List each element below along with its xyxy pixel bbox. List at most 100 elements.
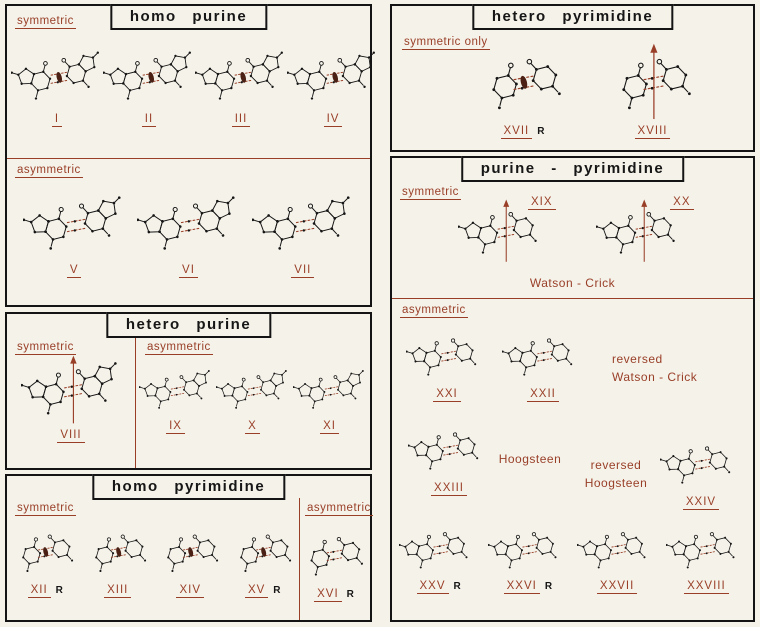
structure-numeral: XI bbox=[320, 420, 339, 434]
base-pair-diagram bbox=[195, 44, 287, 111]
structure: XV R bbox=[231, 522, 295, 599]
panel-homo-purine: homo purine symmetric I II III IV asymme… bbox=[5, 3, 376, 307]
structure-numeral-line: XX bbox=[670, 196, 694, 211]
caption-hoogsteen: Hoogsteen bbox=[498, 452, 562, 466]
section-label-symmetric: symmetric bbox=[15, 502, 76, 516]
structure: XXII bbox=[502, 326, 584, 403]
panel-purine-pyrimidine: purine - pyrimidine symmetric XIX XX Wat… bbox=[390, 155, 755, 622]
structure-numeral: IV bbox=[323, 113, 343, 127]
base-pair-diagram bbox=[502, 326, 584, 386]
panel-hetero-purine: hetero purine symmetric VIII asymmetric … bbox=[5, 311, 372, 470]
base-pair-diagram bbox=[487, 520, 568, 578]
hoogsteen-row: XXIII Hoogsteen reversed Hoogsteen XXIV bbox=[402, 420, 749, 511]
structure-numeral: XX bbox=[670, 196, 694, 210]
structure-numeral-line: XXIII bbox=[431, 482, 467, 497]
structure-numeral: VIII bbox=[57, 429, 85, 443]
structure: IV bbox=[287, 44, 379, 128]
structure-numeral: V bbox=[66, 264, 82, 279]
structure-numeral-line: X bbox=[245, 420, 260, 435]
base-pair-diagram bbox=[406, 326, 488, 386]
base-pair-diagram bbox=[103, 44, 195, 111]
base-pair-diagram bbox=[457, 198, 550, 265]
base-pair-diagram bbox=[11, 44, 103, 111]
structure: V bbox=[23, 188, 125, 279]
base-pair-diagram bbox=[215, 364, 290, 418]
section-divider bbox=[7, 158, 370, 159]
panel-title-homo-purine: homo purine bbox=[109, 3, 268, 30]
panel-title-hetero-purine: hetero purine bbox=[105, 311, 272, 338]
section-label-symmetric: symmetric bbox=[15, 341, 76, 355]
r-label: R bbox=[453, 581, 461, 593]
structure-numeral-line: XVIII bbox=[634, 125, 671, 140]
structure-numeral-line: II bbox=[141, 113, 157, 128]
structure-numeral-line: XV R bbox=[244, 584, 281, 599]
structure-numeral-line: V bbox=[66, 264, 82, 279]
structure: XIV bbox=[158, 522, 222, 599]
structure-numeral-line: XXVI R bbox=[503, 580, 552, 595]
structure: IX bbox=[138, 364, 213, 435]
structure-numeral-line: XIV bbox=[176, 584, 205, 599]
base-pair-diagram bbox=[292, 364, 367, 418]
r-label: R bbox=[346, 588, 354, 600]
structure-numeral: XIII bbox=[104, 584, 132, 598]
structure-numeral: XVII bbox=[500, 125, 533, 139]
structure-numeral-line: IV bbox=[323, 113, 343, 128]
structure: VII bbox=[251, 188, 354, 279]
structure-numeral-line: I bbox=[51, 113, 63, 128]
structure-numeral-line: XVII R bbox=[500, 125, 544, 140]
panel-title-hetero-pyrimidine: hetero pyrimidine bbox=[471, 3, 674, 30]
structure-numeral-line: XXV R bbox=[416, 580, 461, 595]
structure-numeral: XXVI bbox=[503, 580, 540, 595]
structure-numeral: VI bbox=[179, 264, 198, 279]
structure-numeral: I bbox=[51, 113, 63, 127]
section-divider bbox=[392, 298, 753, 299]
structure-numeral: II bbox=[141, 113, 157, 127]
base-pair-diagram bbox=[408, 420, 490, 480]
section-divider bbox=[135, 336, 136, 468]
caption-watson-crick: Watson - Crick bbox=[529, 276, 616, 290]
structure-numeral: XXI bbox=[433, 388, 461, 402]
structure-row: VIII bbox=[7, 354, 135, 444]
structure-numeral: XXVII bbox=[596, 580, 638, 595]
base-pair-diagram bbox=[231, 522, 295, 582]
structure: XXVII bbox=[577, 520, 657, 595]
structure: X bbox=[215, 364, 290, 435]
structure-row: XXIII bbox=[408, 420, 490, 511]
structure-row: XIX XX bbox=[402, 196, 743, 265]
panel-hetero-pyrimidine: hetero pyrimidine symmetric only XVII R … bbox=[390, 3, 755, 152]
base-pair-diagram bbox=[595, 198, 688, 265]
structure: XI bbox=[292, 364, 367, 435]
section-label-asymmetric: asymmetric bbox=[305, 502, 373, 516]
structure: XVIII bbox=[610, 42, 696, 140]
base-pair-diagram bbox=[137, 188, 239, 262]
base-pair-diagram bbox=[610, 42, 696, 123]
section-label-symmetric: symmetric bbox=[400, 186, 461, 200]
base-pair-diagram bbox=[21, 354, 121, 427]
structure: I bbox=[11, 44, 103, 128]
structure-numeral-line: IX bbox=[166, 420, 185, 435]
base-pair-diagram bbox=[158, 522, 222, 582]
structure: XVII R bbox=[480, 42, 566, 140]
structure-numeral: XXIV bbox=[682, 496, 720, 510]
structure-row: XXIV bbox=[660, 434, 742, 511]
structure-numeral: XXIII bbox=[431, 482, 467, 496]
structure: XXIII bbox=[408, 420, 490, 511]
structure: VIII bbox=[21, 354, 121, 444]
base-pair-diagram bbox=[23, 188, 125, 262]
panel-title-homo-pyrimidine: homo pyrimidine bbox=[91, 473, 286, 500]
base-pair-diagram bbox=[138, 364, 213, 418]
structure: XVI R bbox=[301, 524, 367, 603]
structure: XIII bbox=[86, 522, 150, 599]
structure-numeral: III bbox=[231, 113, 251, 127]
structure-numeral-line: XI bbox=[320, 420, 339, 435]
section-label-asymmetric: asymmetric bbox=[15, 164, 83, 178]
structure: XII R bbox=[13, 522, 77, 599]
section-label-symmetric-only: symmetric only bbox=[402, 36, 490, 50]
structure: II bbox=[103, 44, 195, 128]
panel-homo-pyrimidine: homo pyrimidine symmetric XII R XIII XIV… bbox=[5, 473, 373, 622]
section-label-symmetric: symmetric bbox=[15, 15, 76, 29]
base-pair-diagram bbox=[666, 520, 746, 578]
structure-numeral-line: III bbox=[231, 113, 251, 128]
structure-numeral: IX bbox=[166, 420, 185, 434]
